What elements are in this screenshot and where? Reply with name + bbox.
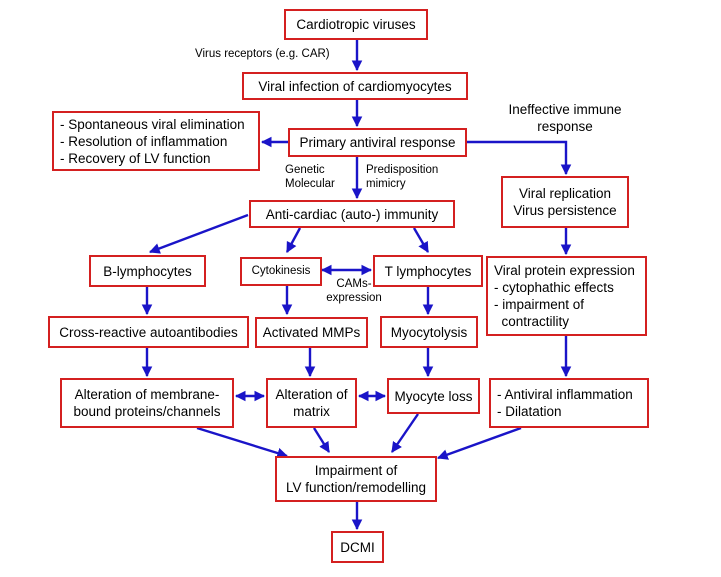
label-ineffective-immune: Ineffective immune response [508, 102, 622, 134]
arrow-primary-to-replication [467, 140, 572, 176]
box-membrane-alteration: Alteration of membrane- bound proteins/c… [60, 378, 234, 428]
box-cross-reactive-autoantibodies: Cross-reactive autoantibodies [48, 316, 249, 348]
arrow-inflammation-to-lv [436, 426, 522, 460]
arrow-immunity-to-b [148, 213, 249, 254]
label-cams-expression: CAMs- expression [326, 278, 382, 304]
box-favorable-outcome: - Spontaneous viral elimination - Resolu… [52, 111, 260, 171]
box-b-lymphocytes: B-lymphocytes [89, 255, 206, 287]
box-text: Viral infection of cardiomyocytes [258, 78, 452, 94]
box-t-lymphocytes: T lymphocytes [373, 255, 483, 287]
box-cytokinesis: Cytokinesis [240, 257, 322, 286]
arrow-immunity-to-cyto [285, 227, 302, 253]
arrow-matrix-to-lv [312, 427, 331, 453]
box-viral-replication: Viral replication Virus persistence [501, 176, 629, 228]
box-viral-infection: Viral infection of cardiomyocytes [242, 72, 468, 100]
label-predisposition-mimicry: Predisposition mimicry [366, 164, 439, 190]
arrow-immunity-to-t [412, 227, 430, 253]
label-genetic-molecular: Genetic Molecular [285, 164, 335, 190]
box-matrix-alteration: Alteration of matrix [266, 378, 357, 428]
box-primary-response: Primary antiviral response [288, 128, 467, 157]
box-antiviral-inflammation: - Antiviral inflammation - Dilatation [489, 378, 649, 428]
box-lv-impairment: Impairment of LV function/remodelling [275, 456, 437, 502]
label-virus-receptors: Virus receptors (e.g. CAR) [195, 48, 330, 60]
box-myocytolysis: Myocytolysis [380, 316, 478, 348]
box-viral-protein-expression: Viral protein expression - cytophathic e… [486, 256, 647, 336]
arrow-loss-to-lv [391, 413, 419, 453]
box-activated-mmps: Activated MMPs [255, 317, 368, 348]
box-myocyte-loss: Myocyte loss [387, 378, 480, 414]
box-text: Cardiotropic viruses [296, 17, 416, 32]
box-anti-cardiac-immunity: Anti-cardiac (auto-) immunity [249, 200, 455, 228]
box-dcmi: DCMI [331, 531, 384, 563]
arrow-membrane-to-lv [196, 426, 289, 459]
box-cardiotropic-viruses: Cardiotropic viruses [284, 9, 428, 40]
